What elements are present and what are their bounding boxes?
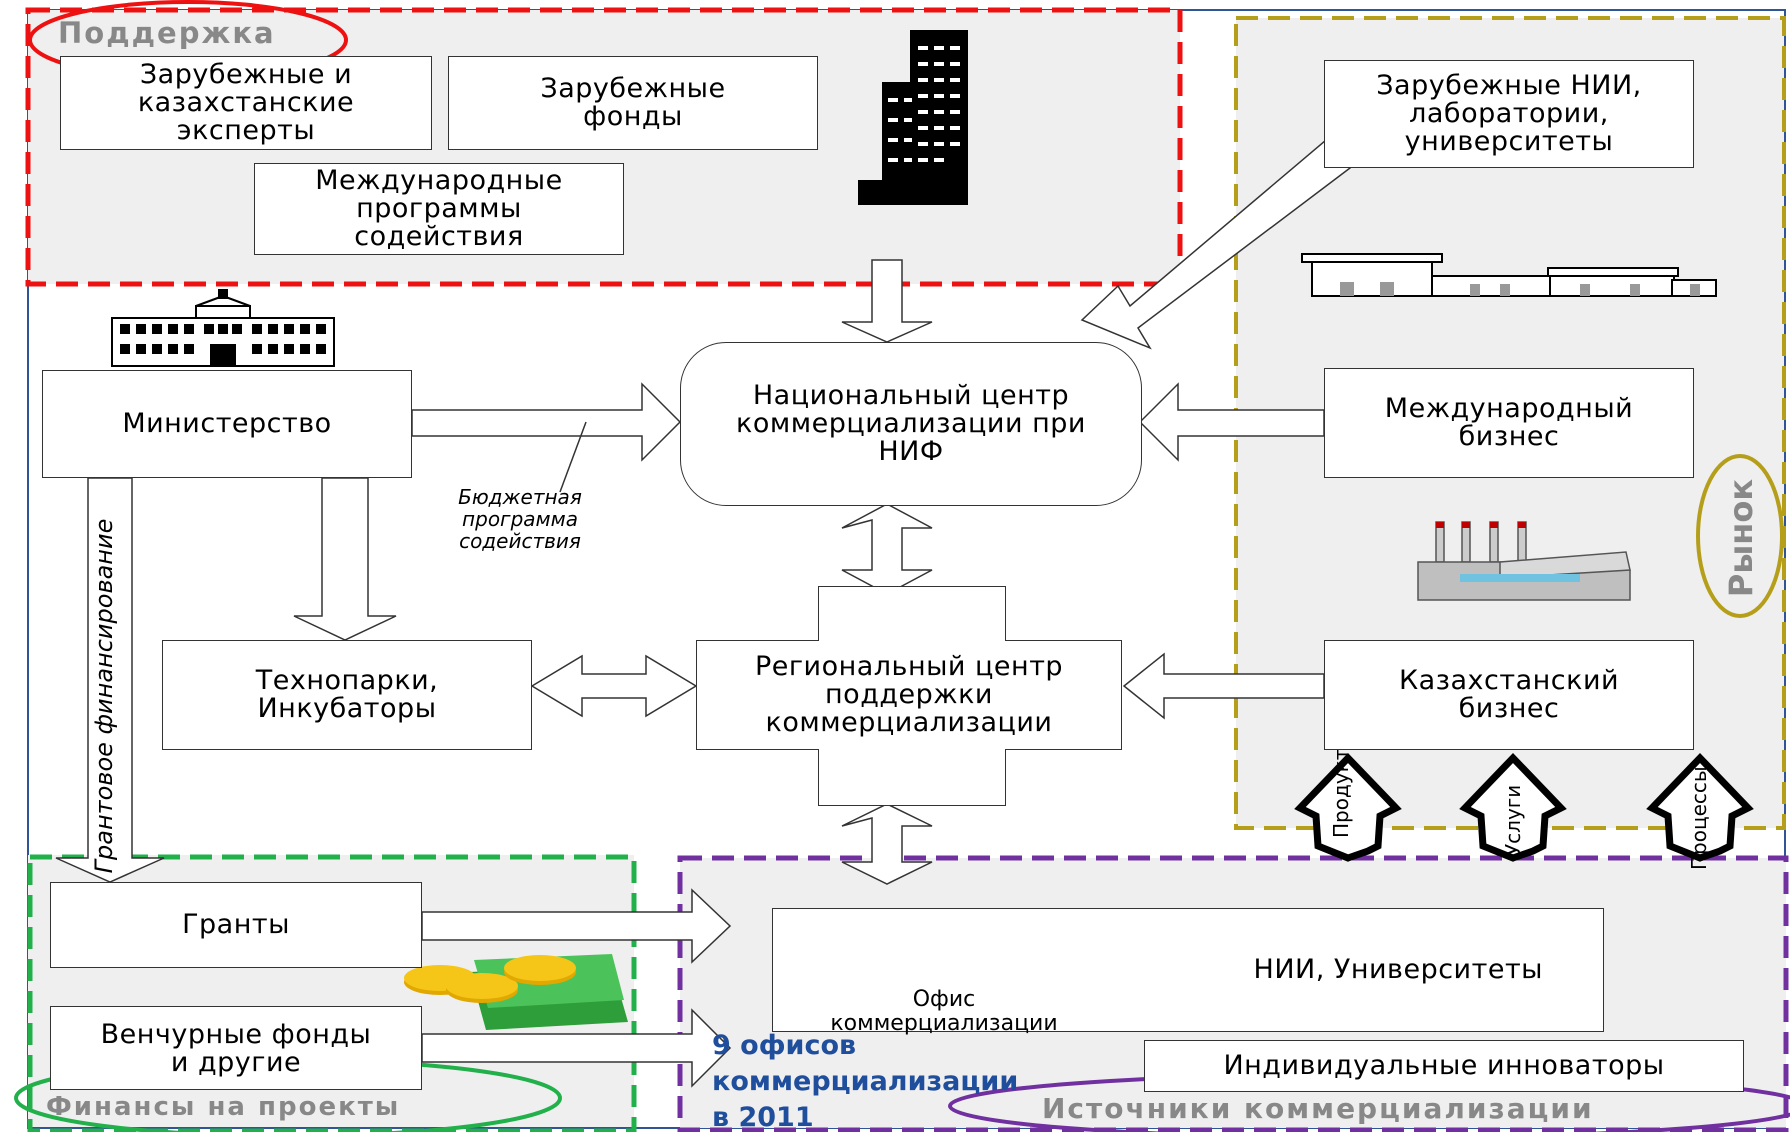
skyscraper-icon xyxy=(858,30,968,205)
intl-business-box: Международный бизнес xyxy=(1324,368,1694,478)
factory-building-icon xyxy=(1301,253,1717,297)
arrow-products xyxy=(1294,752,1402,862)
regional-center-box: Региональный центр поддержки коммерциали… xyxy=(696,640,1122,750)
regional-cross-joint-bottom xyxy=(819,748,1005,752)
ministry-building-icon xyxy=(111,289,335,367)
services-label: Услуги xyxy=(1501,785,1525,856)
ministry-box: Министерство xyxy=(42,370,412,478)
nii-universities-box: НИИ, Университеты xyxy=(772,908,1604,1032)
technoparks-box: Технопарки, Инкубаторы xyxy=(162,640,532,750)
arrow-ministry-to-technoparks xyxy=(293,477,397,641)
arrow-grants-to-sources xyxy=(421,888,732,964)
support-zone-label: Поддержка xyxy=(58,16,276,50)
grant-financing-label: Грантовое финансирование xyxy=(90,519,118,874)
office-label: Офис коммерциализации xyxy=(830,987,1058,1036)
finance-zone-label: Финансы на проекты xyxy=(46,1092,401,1122)
finance-zone-border xyxy=(27,854,637,1132)
regional-cross-joint-top xyxy=(819,638,1005,642)
products-label: Продукты xyxy=(1329,733,1353,838)
arrow-venture-to-sources xyxy=(421,1008,732,1088)
money-icon xyxy=(404,954,628,1030)
arrow-center-regional xyxy=(841,503,933,595)
arrow-processes xyxy=(1646,752,1754,862)
individual-innovators-box: Индивидуальные инноваторы xyxy=(1144,1040,1744,1092)
budget-program-label: Бюджетная программа содействия xyxy=(458,485,582,553)
support-zone-border xyxy=(25,7,1183,287)
experts-box: Зарубежные и казахстанские эксперты xyxy=(60,56,432,150)
offices-note: 9 офисов коммерциализации в 2011 xyxy=(712,1030,1019,1133)
venture-funds-box: Венчурные фонды и другие xyxy=(50,1006,422,1090)
market-ellipse xyxy=(1696,454,1784,618)
national-center-box: Национальный центр коммерциализации при … xyxy=(680,342,1142,506)
grants-box: Гранты xyxy=(50,882,422,968)
arrow-regional-sources xyxy=(841,803,933,885)
kz-business-box: Казахстанский бизнес xyxy=(1324,640,1694,750)
sources-zone-label: Источники коммерциализации xyxy=(1042,1092,1594,1125)
intl-programs-box: Международные программы содействия xyxy=(254,163,624,255)
arrow-services xyxy=(1459,752,1567,862)
arrow-support-to-center xyxy=(841,259,933,343)
foreign-nii-box: Зарубежные НИИ, лаборатории, университет… xyxy=(1324,60,1694,168)
market-zone-label: Рынок xyxy=(1722,479,1760,597)
arrow-ministry-to-grants xyxy=(55,477,165,883)
sources-zone-border xyxy=(677,855,1789,1132)
processes-label: Процессы xyxy=(1687,766,1711,870)
arrow-kz-business-to-regional xyxy=(1122,652,1325,720)
power-plant-icon xyxy=(1417,521,1631,601)
arrow-intl-business-to-center xyxy=(1138,382,1325,462)
arrow-technoparks-regional xyxy=(530,654,698,718)
budget-pointer-line xyxy=(559,421,587,493)
arrow-foreign-nii-to-center xyxy=(1080,138,1352,350)
foreign-funds-box: Зарубежные фонды xyxy=(448,56,818,150)
arrow-ministry-to-center xyxy=(411,382,682,462)
